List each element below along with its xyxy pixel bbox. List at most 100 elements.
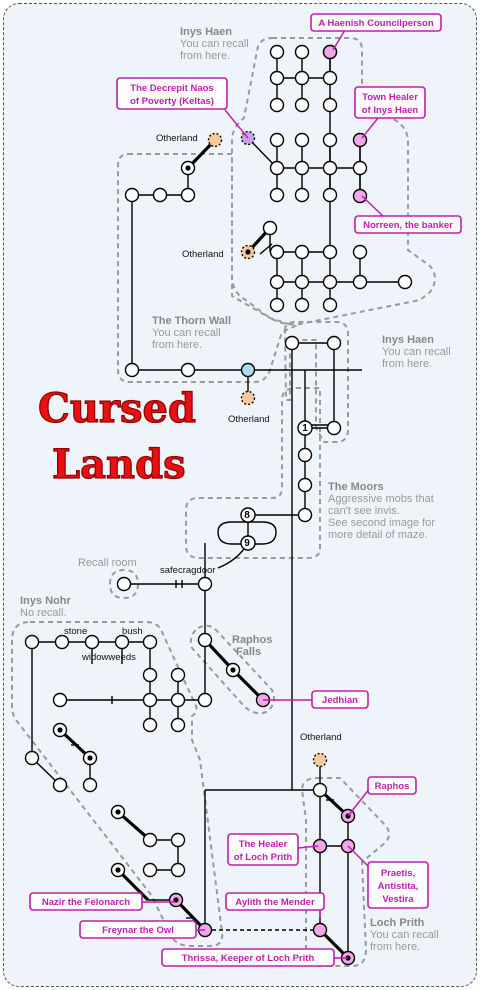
npc-jedhian[interactable]: Jedhian xyxy=(322,695,358,706)
zone-note-thorn-wall-1: You can recall xyxy=(152,327,221,339)
npc-praetis-line-2[interactable]: Antistita, xyxy=(378,881,419,892)
room-node[interactable] xyxy=(114,634,130,650)
room-node[interactable] xyxy=(352,274,368,290)
room-node[interactable] xyxy=(170,667,186,683)
room-node[interactable] xyxy=(294,97,310,113)
exit-node-otherland-4[interactable] xyxy=(312,752,328,768)
npc-councilperson[interactable]: A Haenish Councilperson xyxy=(318,18,433,29)
room-node[interactable] xyxy=(269,244,285,260)
room-node[interactable] xyxy=(240,535,256,551)
zone-note-thorn-wall-2: from here. xyxy=(152,339,202,351)
room-node[interactable] xyxy=(54,634,70,650)
map-nodes xyxy=(24,44,413,966)
npc-naos-line-1[interactable]: The Decrepit Naos xyxy=(130,83,213,94)
room-node[interactable] xyxy=(269,97,285,113)
room-node[interactable] xyxy=(24,750,40,766)
room-node[interactable] xyxy=(322,244,338,260)
npc-raphos[interactable]: Raphos xyxy=(375,781,410,792)
map-edge xyxy=(247,683,253,691)
room-node[interactable] xyxy=(269,160,285,176)
npc-thrissa[interactable]: Thrissa, Keeper of Loch Prith xyxy=(182,953,315,964)
room-node[interactable] xyxy=(312,782,328,798)
room-node[interactable] xyxy=(269,44,285,60)
recall-node-thorn-wall[interactable] xyxy=(240,362,256,378)
room-node[interactable] xyxy=(197,576,213,592)
room-node[interactable] xyxy=(197,632,213,648)
room-node[interactable] xyxy=(142,862,158,878)
room-node[interactable] xyxy=(269,187,285,203)
room-node[interactable] xyxy=(297,420,313,436)
room-node[interactable] xyxy=(124,187,140,203)
room-node[interactable] xyxy=(294,187,310,203)
room-node[interactable] xyxy=(322,97,338,113)
room-node[interactable] xyxy=(322,297,338,313)
npc-node-aylith[interactable] xyxy=(312,922,328,938)
room-node[interactable] xyxy=(142,832,158,848)
room-node[interactable] xyxy=(297,447,313,463)
room-node[interactable] xyxy=(352,244,368,260)
room-node[interactable] xyxy=(84,634,100,650)
room-node[interactable] xyxy=(170,832,186,848)
room-node[interactable] xyxy=(170,862,186,878)
room-node[interactable] xyxy=(180,362,196,378)
room-node[interactable] xyxy=(240,507,256,523)
room-node[interactable] xyxy=(294,70,310,86)
room-node[interactable] xyxy=(294,244,310,260)
room-node[interactable] xyxy=(262,220,278,236)
npc-node-norreen[interactable] xyxy=(352,188,368,204)
npc-freynar[interactable]: Freynar the Owl xyxy=(102,925,174,936)
npc-naos-line-2[interactable]: of Poverty (Keltas) xyxy=(130,96,214,107)
npc-healer-loch-line-2[interactable]: of Loch Prith xyxy=(234,852,293,863)
npc-norreen[interactable]: Norreen, the banker xyxy=(363,220,453,231)
npc-healer-haen-line-2[interactable]: of Inys Haen xyxy=(362,105,419,116)
room-node[interactable] xyxy=(326,420,342,436)
room-node[interactable] xyxy=(326,335,342,351)
room-node[interactable] xyxy=(116,576,132,592)
room-node[interactable] xyxy=(322,160,338,176)
room-node[interactable] xyxy=(294,132,310,148)
room-node[interactable] xyxy=(294,297,310,313)
room-node[interactable] xyxy=(52,692,68,708)
zone-raphos-falls xyxy=(189,624,275,715)
room-node[interactable] xyxy=(294,160,310,176)
exit-node-otherland-1[interactable] xyxy=(207,132,223,148)
room-node[interactable] xyxy=(124,362,140,378)
room-node[interactable] xyxy=(269,70,285,86)
room-node[interactable] xyxy=(397,274,413,290)
room-node[interactable] xyxy=(170,692,186,708)
npc-praetis-line-1[interactable]: Praetis, xyxy=(381,868,415,879)
room-node[interactable] xyxy=(297,507,313,523)
npc-healer-haen-line-1[interactable]: Town Healer xyxy=(362,92,418,103)
room-node[interactable] xyxy=(322,70,338,86)
npc-healer-loch-line-1[interactable]: The Healer xyxy=(239,839,288,850)
zone-label-inys-haen-right: Inys Haen xyxy=(382,334,434,346)
room-node[interactable] xyxy=(284,335,300,351)
room-node[interactable] xyxy=(269,132,285,148)
room-node[interactable] xyxy=(322,132,338,148)
room-node[interactable] xyxy=(142,667,158,683)
room-node[interactable] xyxy=(170,717,186,733)
room-node[interactable] xyxy=(322,274,338,290)
room-node[interactable] xyxy=(82,777,98,793)
room-node[interactable] xyxy=(294,44,310,60)
room-node[interactable] xyxy=(269,274,285,290)
room-node[interactable] xyxy=(197,692,213,708)
room-node[interactable] xyxy=(142,692,158,708)
room-node[interactable] xyxy=(352,160,368,176)
exit-node-otherland-3[interactable] xyxy=(240,390,256,406)
npc-aylith[interactable]: Aylith the Mender xyxy=(235,897,315,908)
room-node[interactable] xyxy=(294,274,310,290)
leader-healer-haen xyxy=(361,117,379,139)
room-node[interactable] xyxy=(269,297,285,313)
room-node[interactable] xyxy=(297,477,313,493)
npc-nazir[interactable]: Nazir the Felonarch xyxy=(42,897,130,908)
room-node[interactable] xyxy=(52,777,68,793)
room-node[interactable] xyxy=(152,187,168,203)
room-node[interactable] xyxy=(180,187,196,203)
npc-praetis-line-3[interactable]: Vestira xyxy=(382,894,414,905)
room-node[interactable] xyxy=(142,634,158,650)
room-node[interactable] xyxy=(142,717,158,733)
room-node[interactable] xyxy=(322,187,338,203)
room-node[interactable] xyxy=(24,634,40,650)
zone-note-moors-2: can't see invis. xyxy=(328,505,400,517)
